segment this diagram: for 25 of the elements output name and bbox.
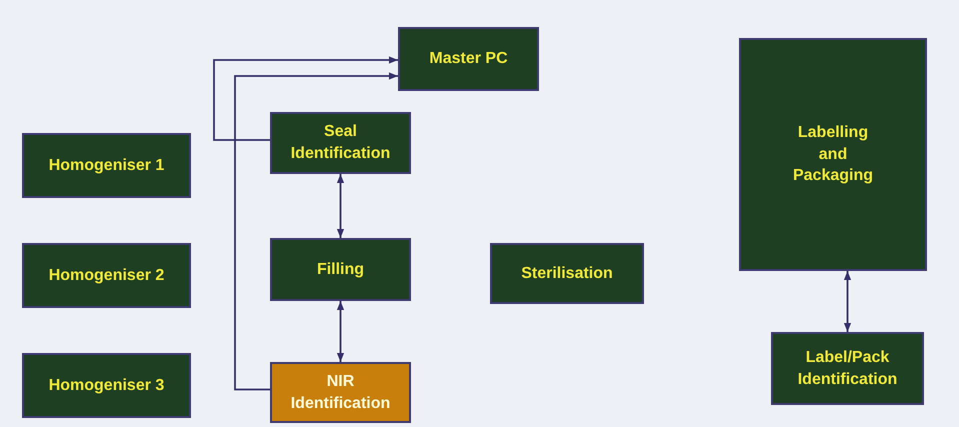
process-box [739,38,927,271]
box-label: Homogeniser 2 [48,266,164,286]
process-box [22,353,191,418]
box-label: Homogeniser 1 [48,156,164,176]
box-label: NIR Identification [290,372,392,414]
process-box [22,243,191,308]
process-box [490,243,644,304]
process-box [771,332,924,405]
arrow [336,301,344,362]
arrow [336,174,344,238]
box-label: Homogeniser 3 [48,376,164,396]
box-label: Labelling and Packaging [792,123,874,186]
box-label: Filling [316,260,364,280]
box-label: Sterilisation [521,264,613,284]
process-box [270,238,411,301]
arrow [844,271,852,332]
process-box [22,133,191,198]
arrow [234,72,398,390]
highlighted-process-box [270,362,411,423]
process-box [398,27,539,91]
arrow [213,56,398,141]
box-label: Master PC [429,49,508,70]
box-label: Label/Pack Identification [796,348,898,390]
process-box [270,112,411,174]
box-label: Seal Identification [290,122,392,164]
